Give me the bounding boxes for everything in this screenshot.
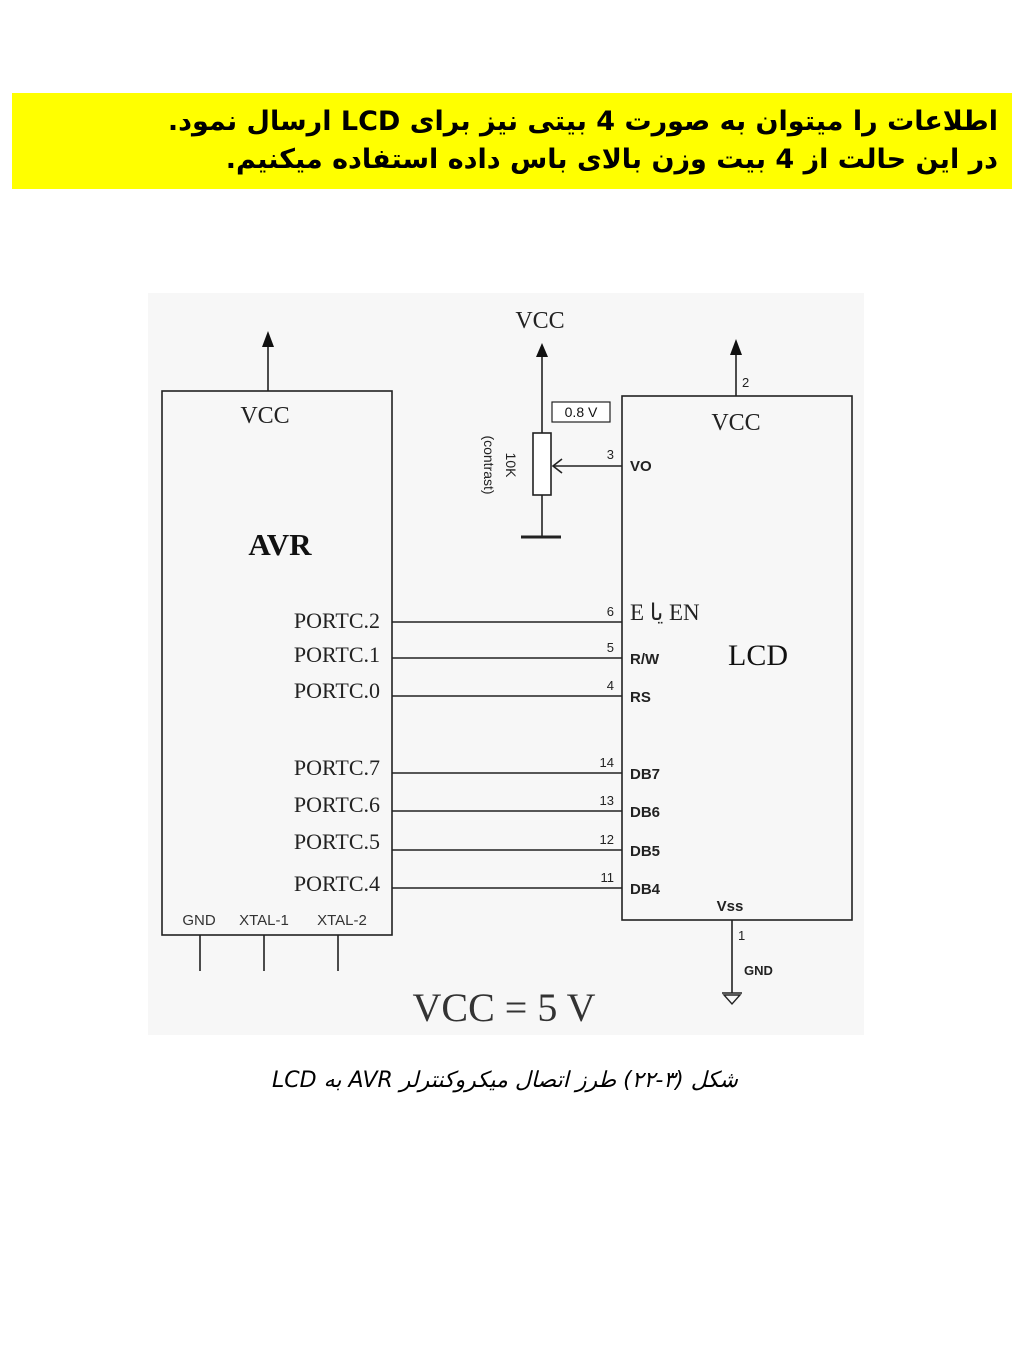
schematic-figure: VCC AVR PORTC.2 PORTC.1 PORTC.0 PORTC.7 … [148,293,864,1035]
lcd-name: LCD [728,639,788,672]
banner-line-2: در این حالت از 4 بیت وزن بالای باس داده … [225,144,998,175]
avr-port-label: PORTC.2 [294,608,380,633]
avr-vcc-arrow-icon [262,331,274,347]
banner-line-1: اطلاعات را میتوان به صورت 4 بیتی نیز برا… [167,106,998,137]
avr-vcc-label: VCC [240,403,289,429]
lcd-pin-number: 13 [600,793,614,808]
lcd-pin-label: RS [630,689,651,706]
avr-name: AVR [248,527,312,562]
avr-port-label: PORTC.1 [294,642,380,667]
info-banner: اطلاعات را میتوان به صورت 4 بیتی نیز برا… [12,93,1012,189]
avr-box [161,390,393,936]
lcd-pin-label: R/W [630,651,660,668]
avr-port-label: PORTC.7 [294,755,380,780]
lcd-pin-number: 4 [607,678,614,693]
potentiometer-body [532,432,552,496]
avr-pin-xtal1: XTAL-1 [239,912,289,929]
avr-port-label: PORTC.0 [294,678,380,703]
lcd-vss-pin: 1 [738,928,745,943]
pot-voltage: 0.8 V [565,404,598,420]
pot-vcc-label: VCC [515,308,564,334]
avr-port-label: PORTC.4 [294,871,380,896]
lcd-pin-number: 6 [607,604,614,619]
figure-caption: شکل (۳-۲۲) طرز اتصال میکروکنترلر AVR به … [272,1068,738,1093]
lcd-pin-label: E یا EN [630,600,700,625]
lcd-vss-label: Vss [717,898,744,915]
supply-note: VCC = 5 V [413,985,596,1030]
lcd-pin-label: DB7 [630,766,660,783]
lcd-pin-label: DB5 [630,843,660,860]
avr-port-label: PORTC.5 [294,829,380,854]
ground-icon [722,994,742,1006]
pot-vcc-arrow-icon [536,343,548,357]
lcd-pin-number: 14 [600,755,614,770]
lcd-vcc-label: VCC [711,410,760,436]
pot-note: (contrast) [481,435,497,494]
lcd-pin-label: DB4 [630,881,661,898]
lcd-vo-pin: 3 [607,447,614,462]
lcd-pin-number: 12 [600,832,614,847]
avr-port-label: PORTC.6 [294,792,380,817]
lcd-pin-number: 11 [601,870,615,885]
lcd-vo-label: VO [630,458,652,475]
avr-pin-xtal2: XTAL-2 [317,912,367,929]
avr-pin-gnd: GND [182,912,216,929]
voltage-box [551,401,611,423]
lcd-vcc-arrow-icon [730,339,742,355]
lcd-pin-number: 5 [607,640,614,655]
lcd-vcc-pin: 2 [742,375,749,390]
schematic-svg: VCC AVR PORTC.2 PORTC.1 PORTC.0 PORTC.7 … [161,308,853,1030]
pot-value: 10K [503,453,519,479]
lcd-pin-label: DB6 [630,804,660,821]
lcd-gnd-label: GND [744,963,773,978]
